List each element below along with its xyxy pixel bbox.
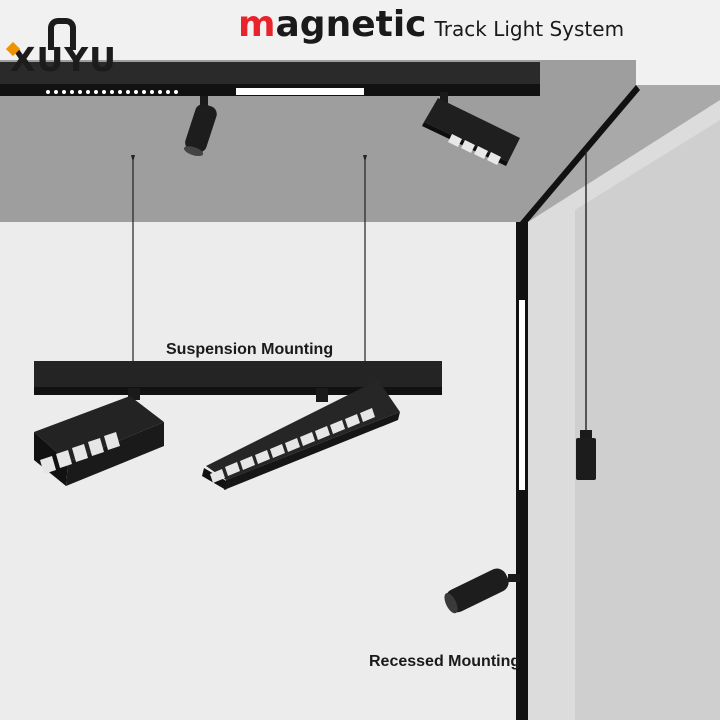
ceiling-track-icon (0, 62, 540, 96)
grille-light-icon (202, 380, 400, 490)
brand-logo: XUYU (5, 18, 117, 79)
pendant-light-icon (576, 150, 596, 480)
spot-light-icon (444, 568, 520, 614)
headline-first-letter: m (238, 4, 276, 45)
right-wall-shade (575, 120, 720, 720)
headline-subtitle: Track Light System (434, 17, 625, 41)
headline-word-rest: agnetic (275, 4, 427, 45)
grille-light-icon (34, 388, 164, 486)
wall-track-icon (516, 85, 640, 720)
headline-word: magnetic (238, 4, 427, 45)
suspension-mounting-label: Suspension Mounting (166, 341, 334, 358)
brand-arch-mark (48, 18, 76, 50)
spot-light-icon (183, 96, 217, 157)
grille-light-icon (422, 92, 520, 166)
headline: magnetic Track Light System (238, 4, 624, 45)
ceiling-surface (0, 60, 636, 222)
brand-name: XUYU (10, 40, 117, 79)
recessed-mounting-label: Recessed Mounting (369, 653, 521, 670)
